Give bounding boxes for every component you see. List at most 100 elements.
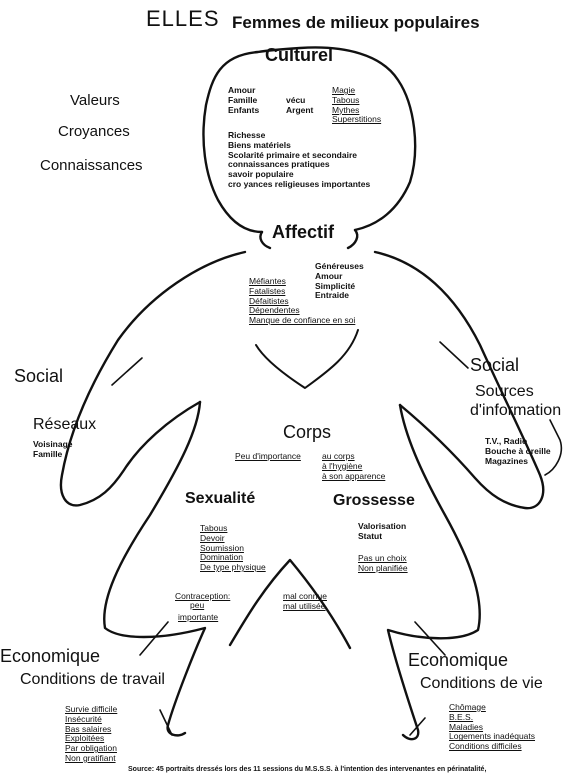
section-sexualite: Sexualité xyxy=(185,490,256,507)
grossesse-items: Valorisation Statut xyxy=(358,521,407,542)
value-famille: Famille xyxy=(228,94,258,105)
right-arm-outline xyxy=(373,250,545,510)
right-leg-outline xyxy=(386,403,481,741)
corps-item: à son apparence xyxy=(322,470,386,481)
life-item: Logements inadéquats xyxy=(449,731,536,742)
work-conditions-list: Survie difficile Insécurité Bas salaires… xyxy=(65,704,118,764)
knowledge-item: savoir populaire xyxy=(228,169,294,180)
section-economique-left: Economique xyxy=(0,646,101,666)
heart-outline xyxy=(255,329,359,389)
left-arm-outline xyxy=(59,250,247,507)
knowledge-item: Biens matériels xyxy=(228,139,291,150)
grossesse-item: Statut xyxy=(358,530,383,541)
economique-left-subtitle: Conditions de travail xyxy=(20,671,165,688)
section-economique-right: Economique xyxy=(408,650,509,670)
title-sub: Femmes de milieux populaires xyxy=(232,13,480,32)
social-left-subtitle: Réseaux xyxy=(33,416,97,433)
corps-items: au corps à l'hygiène à son apparence xyxy=(322,451,386,481)
contraception-note: mal connue xyxy=(283,591,327,601)
source-item: T.V., Radio xyxy=(485,436,528,446)
grossesse-underlined: Pas un choix Non planifiée xyxy=(358,553,408,574)
sexualite-item: Domination xyxy=(200,552,243,563)
neck-outline xyxy=(259,228,359,250)
trait-item: Méfiantes xyxy=(249,276,286,286)
corps-lead: Peu d'importance xyxy=(235,451,301,461)
social-right-subtitle-1: Sources xyxy=(475,383,534,400)
quality-item: Entraide xyxy=(315,290,350,301)
life-item: Maladies xyxy=(449,721,484,732)
contraception-notes: mal connue mal utilisée xyxy=(283,591,327,612)
sexualite-item: De type physique xyxy=(200,562,266,573)
pointer-econ-right xyxy=(414,621,446,656)
source-item: Bouche à oreille xyxy=(485,445,551,456)
trait-item: Manque de confiance en soi xyxy=(249,315,356,326)
work-item: Non gratifiant xyxy=(65,752,116,763)
belief-item: Tabous xyxy=(332,94,360,105)
quality-item: Amour xyxy=(315,270,343,281)
network-item: Famille xyxy=(33,448,63,459)
sexualite-item: Devoir xyxy=(200,532,225,543)
beliefs-list: Magie Tabous Mythes Superstitions xyxy=(332,85,382,125)
life-item: B.E.S. xyxy=(449,711,474,722)
section-culturel: Culturel xyxy=(265,45,334,65)
trait-item: Dépendentes xyxy=(249,305,300,316)
pointer-social-right xyxy=(439,341,469,369)
section-grossesse: Grossesse xyxy=(333,492,415,509)
contraception-note: mal utilisée xyxy=(283,600,326,611)
values-col1: Amour Famille Enfants xyxy=(228,85,260,115)
belief-item: Mythes xyxy=(332,104,360,115)
grossesse-item: Non planifiée xyxy=(358,562,408,573)
knowledge-item: Richesse xyxy=(228,130,266,140)
label-valeurs: Valeurs xyxy=(70,92,120,109)
source-item: Magazines xyxy=(485,455,528,466)
source-note: Source: 45 portraits dressés lors des 11… xyxy=(128,766,487,773)
social-left-items: Voisinage Famille xyxy=(33,439,73,460)
contraception-label: Contraception: xyxy=(175,591,231,601)
work-item: Par obligation xyxy=(65,743,117,754)
affectif-traits: Méfiantes Fatalistes Défaitistes Dépende… xyxy=(249,276,356,326)
sexualite-item: Tabous xyxy=(200,523,228,533)
value-enfants: Enfants xyxy=(228,104,260,115)
pointer-econ-left xyxy=(139,621,169,656)
section-social-left: Social xyxy=(14,366,64,386)
work-item: Survie difficile xyxy=(65,704,118,714)
life-conditions-list: Chômage B.E.S. Maladies Logements inadéq… xyxy=(449,702,536,752)
knowledge-item: connaissances pratiques xyxy=(228,159,330,170)
label-croyances: Croyances xyxy=(58,123,130,140)
work-item: Exploitées xyxy=(65,733,105,744)
label-connaissances: Connaissances xyxy=(40,157,143,174)
trait-item: Fatalistes xyxy=(249,285,286,296)
quality-item: Simplicité xyxy=(315,280,356,291)
inner-legs-outline xyxy=(228,558,352,650)
value-vecu: vécu xyxy=(286,95,306,105)
grossesse-item: Valorisation xyxy=(358,521,407,531)
section-affectif: Affectif xyxy=(272,222,334,242)
life-item: Conditions difficiles xyxy=(449,741,522,752)
knowledge-list: Richesse Biens matériels Scolarité prima… xyxy=(228,130,371,190)
belief-item: Magie xyxy=(332,85,356,95)
values-col2: vécu Argent xyxy=(286,95,314,116)
head-outline xyxy=(202,46,417,234)
title-main: ELLES xyxy=(146,6,220,31)
corps-item: au corps xyxy=(322,451,355,461)
network-item: Voisinage xyxy=(33,439,73,449)
grossesse-item: Pas un choix xyxy=(358,553,407,563)
knowledge-item: cro yances religieuses importantes xyxy=(228,178,371,189)
corps-item: à l'hygiène xyxy=(322,460,363,471)
pointer-worklist xyxy=(159,709,173,736)
pointer-rightlist xyxy=(544,419,563,476)
contraception-value-1: peu xyxy=(190,600,205,610)
sexualite-items: Tabous Devoir Soumission Domination De t… xyxy=(200,523,266,573)
sexualite-item: Soumission xyxy=(200,542,244,553)
value-argent: Argent xyxy=(286,104,314,115)
economique-right-subtitle: Conditions de vie xyxy=(420,675,543,692)
social-right-items: T.V., Radio Bouche à oreille Magazines xyxy=(485,436,551,466)
contraception-value-2: importante xyxy=(178,612,219,622)
value-amour: Amour xyxy=(228,85,256,95)
social-right-subtitle-2: d'information xyxy=(470,402,562,419)
belief-item: Superstitions xyxy=(332,114,382,125)
life-item: Chômage xyxy=(449,702,486,712)
affectif-qualities: Généreuses Amour Simplicité Entraide xyxy=(315,261,364,301)
pointer-lifelist xyxy=(409,717,426,736)
